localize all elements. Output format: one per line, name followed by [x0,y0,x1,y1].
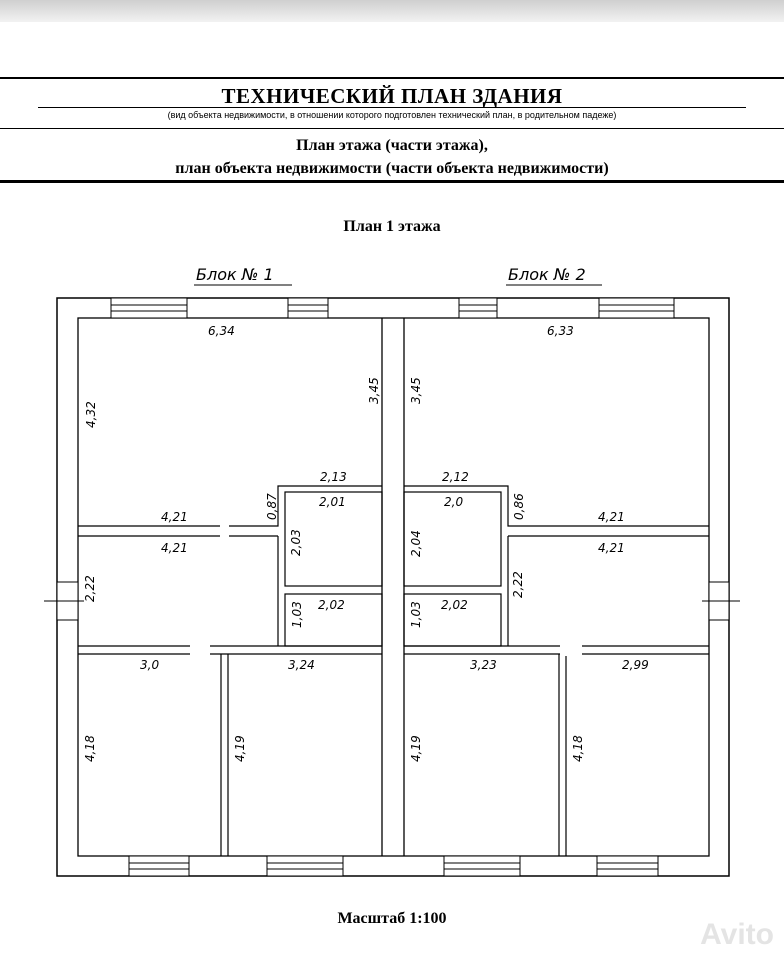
dim-b2-bl-width: 3,23 [470,658,497,672]
block1-walls [78,485,383,856]
window-b1-top-2 [287,297,329,319]
dim-b1-room-width-a: 4,21 [161,510,188,524]
dim-b2-left-height: 3,45 [409,377,423,404]
avito-watermark: Avito [700,918,774,951]
window-b1-bottom-2 [266,855,344,877]
dim-b1-top-width: 6,34 [208,324,235,338]
dim-b1-corridor-width: 2,13 [320,470,347,484]
dim-b2-bath-width: 2,0 [444,495,463,509]
dim-b2-corridor-height: 0,86 [512,493,526,520]
dim-b1-left-height: 4,32 [84,401,98,428]
outer-wall-inner [77,317,710,857]
doorways [190,525,582,656]
section-bottom-rule [0,180,784,183]
dim-b1-corridor-height: 0,87 [265,493,279,520]
dim-b2-top-width: 6,33 [547,324,574,338]
window-b2-bottom-2 [596,855,659,877]
section-rule [0,128,784,129]
scale-caption: Масштаб 1:100 [337,910,447,927]
title-subcaption: (вид объекта недвижимости, в отношении к… [167,110,617,120]
plan-title: План 1 этажа [343,218,441,235]
dim-b1-bl-height: 4,18 [83,735,97,762]
window-b1-top-1 [110,297,188,319]
window-b1-bottom-1 [128,855,190,877]
page-title: ТЕХНИЧЕСКИЙ ПЛАН ЗДАНИЯ [221,84,563,108]
dim-b1-room-width-b: 4,21 [161,541,188,555]
dim-b1-wc-width: 2,02 [318,598,345,612]
dim-b2-bath-height: 2,04 [409,530,423,557]
dim-b2-room-height: 2,22 [511,571,525,598]
dim-b2-room-width-a: 4,21 [598,510,625,524]
floor-plan: Блок № 1 Блок № 2 6,34 4,32 3,45 2,13 0,… [44,265,740,877]
top-rule [0,77,784,79]
top-toolbar-strip [0,0,784,22]
title-underline [38,107,746,108]
dim-b2-wc-height: 1,03 [409,601,423,628]
dim-b1-bath-width: 2,01 [319,495,346,509]
dim-b1-wc-height: 1,03 [290,601,304,628]
outer-wall-outer [56,297,730,877]
block2-walls [403,485,709,856]
dim-b1-room-height: 2,22 [83,575,97,602]
dim-b1-br-width: 3,24 [288,658,315,672]
window-b2-top-2 [598,297,675,319]
dim-b1-bl-width: 3,0 [140,658,159,672]
dim-b1-bath-height: 2,03 [289,529,303,556]
dim-b2-corridor-width: 2,12 [442,470,469,484]
dim-b2-room-width-b: 4,21 [598,541,625,555]
window-b2-bottom-1 [443,855,521,877]
dim-b1-br-height: 4,19 [233,735,247,762]
block1-label: Блок № 1 [196,265,274,284]
entrances [44,581,740,621]
dim-b1-right-height: 3,45 [367,377,381,404]
dim-b2-br-height: 4,18 [571,735,585,762]
dim-b2-wc-width: 2,02 [441,598,468,612]
windows [110,297,675,877]
window-b2-top-1 [458,297,498,319]
dim-b2-br-width: 2,99 [622,658,649,672]
dim-b2-bl-height: 4,19 [409,735,423,762]
section-heading-line2: план объекта недвижимости (части объекта… [175,160,609,177]
section-heading-line1: План этажа (части этажа), [296,137,488,154]
block2-label: Блок № 2 [508,265,586,284]
